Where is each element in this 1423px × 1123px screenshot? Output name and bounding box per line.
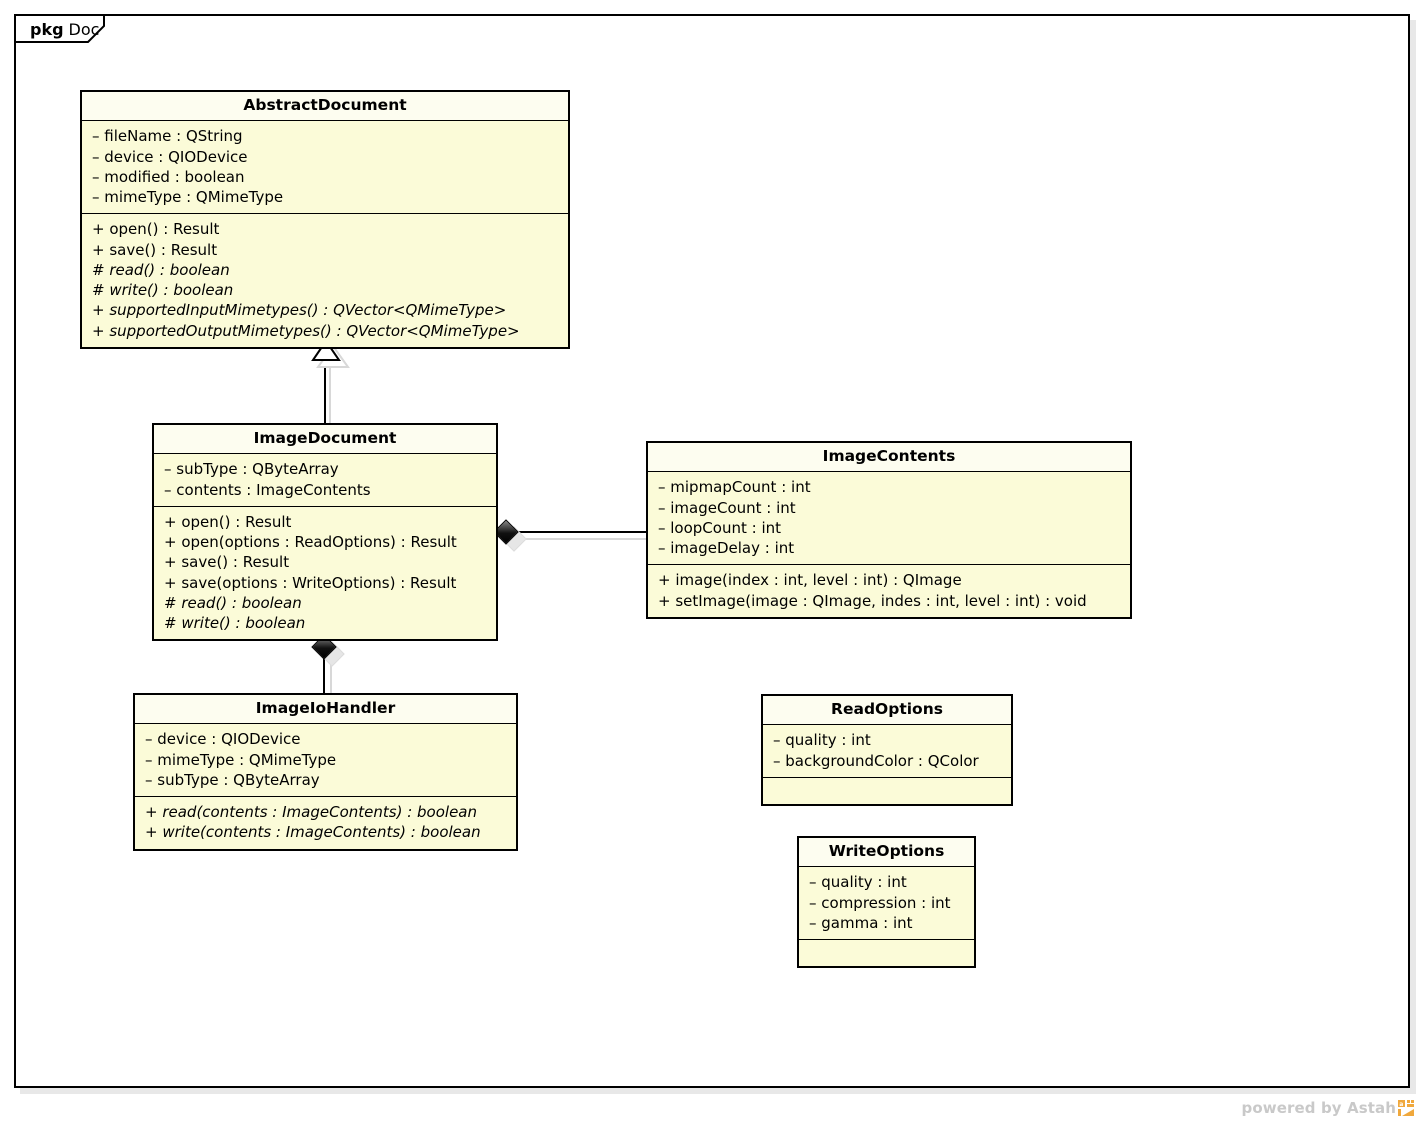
watermark-label: powered by Astah — [1241, 1099, 1396, 1117]
attribute-row: – quality : int — [809, 873, 907, 892]
attributes-compartment-image-document: – subType : QByteArray – contents : Imag… — [154, 454, 496, 506]
operations-compartment-image-contents: + image(index : int, level : int) : QIma… — [648, 564, 1130, 617]
attribute-row: – gamma : int — [809, 913, 913, 932]
attribute-row: – mimeType : QMimeType — [145, 750, 337, 769]
composition-contents-line — [505, 531, 646, 533]
class-name-read-options: ReadOptions — [763, 696, 1011, 726]
operation-row: # write() : boolean — [164, 614, 306, 633]
composition-handler-line-shadow — [330, 645, 332, 693]
operations-compartment-write-options — [799, 939, 974, 967]
attribute-row: – imageDelay : int — [658, 539, 795, 558]
operation-row: # read() : boolean — [164, 593, 302, 612]
astah-watermark: powered by Astah a — [1242, 1099, 1415, 1117]
operation-row: + supportedOutputMimetypes() : QVector<Q… — [92, 321, 520, 340]
class-name-abstract-document: AbstractDocument — [82, 92, 568, 122]
operation-row: + open() : Result — [92, 220, 220, 239]
operation-row: + image(index : int, level : int) : QIma… — [658, 571, 962, 590]
operations-compartment-read-options — [763, 776, 1011, 804]
class-box-abstract-document[interactable]: AbstractDocument – fileName : QString – … — [80, 90, 574, 353]
class-name-image-io-handler: ImageIoHandler — [135, 695, 516, 725]
operation-row: + write(contents : ImageContents) : bool… — [145, 823, 481, 842]
operations-compartment-abstract-document: + open() : Result + save() : Result # re… — [82, 213, 568, 347]
composition-contents-line-shadow — [512, 538, 650, 540]
class-box-image-contents[interactable]: ImageContents – mipmapCount : int – imag… — [646, 441, 1136, 623]
class-box-image-io-handler[interactable]: ImageIoHandler – device : QIODevice – mi… — [133, 693, 522, 855]
class-box-read-options[interactable]: ReadOptions – quality : int – background… — [761, 694, 1017, 810]
class-box-write-options[interactable]: WriteOptions – quality : int – compressi… — [797, 836, 980, 973]
generalization-line-shadow — [329, 352, 331, 424]
attribute-row: – mipmapCount : int — [658, 478, 811, 497]
attribute-row: – compression : int — [809, 893, 951, 912]
operation-row: + read(contents : ImageContents) : boole… — [145, 803, 477, 822]
operation-row: + open() : Result — [164, 512, 292, 531]
operation-row: + save() : Result — [164, 553, 290, 572]
attribute-row: – mimeType : QMimeType — [92, 188, 284, 207]
operation-row: # read() : boolean — [92, 260, 230, 279]
package-stereotype-label: pkg — [30, 19, 64, 39]
attribute-row: – device : QIODevice — [145, 730, 301, 749]
attributes-compartment-read-options: – quality : int – backgroundColor : QCol… — [763, 725, 1011, 777]
attributes-compartment-image-io-handler: – device : QIODevice – mimeType : QMimeT… — [135, 724, 516, 797]
class-box-image-document[interactable]: ImageDocument – subType : QByteArray – c… — [152, 423, 502, 646]
package-tab[interactable]: pkg Doc — [14, 14, 104, 42]
attribute-row: – modified : boolean — [92, 167, 245, 186]
operations-compartment-image-document: + open() : Result + open(options : ReadO… — [154, 505, 496, 640]
attributes-compartment-abstract-document: – fileName : QString – device : QIODevic… — [82, 121, 568, 214]
astah-logo-icon: a — [1398, 1099, 1415, 1117]
generalization-line — [324, 358, 326, 424]
package-name-label: Doc — [68, 19, 100, 39]
svg-text:a: a — [1399, 1101, 1403, 1108]
attribute-row: – contents : ImageContents — [164, 480, 371, 499]
attribute-row: – loopCount : int — [658, 518, 782, 537]
attribute-row: – backgroundColor : QColor — [773, 751, 979, 770]
operation-row: + save(options : WriteOptions) : Result — [164, 573, 457, 592]
class-name-image-contents: ImageContents — [648, 443, 1130, 473]
attribute-row: – imageCount : int — [658, 498, 796, 517]
attribute-row: – quality : int — [773, 731, 871, 750]
attribute-row: – fileName : QString — [92, 127, 243, 146]
class-name-write-options: WriteOptions — [799, 838, 974, 868]
attribute-row: – subType : QByteArray — [164, 460, 339, 479]
operations-compartment-image-io-handler: + read(contents : ImageContents) : boole… — [135, 796, 516, 849]
operation-row: + save() : Result — [92, 240, 218, 259]
attributes-compartment-write-options: – quality : int – compression : int – ga… — [799, 867, 974, 940]
class-name-image-document: ImageDocument — [154, 425, 496, 455]
attribute-row: – subType : QByteArray — [145, 770, 320, 789]
operation-row: + open(options : ReadOptions) : Result — [164, 533, 457, 552]
operation-row: + setImage(image : QImage, indes : int, … — [658, 591, 1087, 610]
operation-row: # write() : boolean — [92, 281, 234, 300]
attribute-row: – device : QIODevice — [92, 147, 248, 166]
composition-handler-line — [323, 638, 325, 693]
operation-row: + supportedInputMimetypes() : QVector<QM… — [92, 301, 507, 320]
generalization-arrowhead-icon — [311, 339, 341, 366]
attributes-compartment-image-contents: – mipmapCount : int – imageCount : int –… — [648, 472, 1130, 565]
